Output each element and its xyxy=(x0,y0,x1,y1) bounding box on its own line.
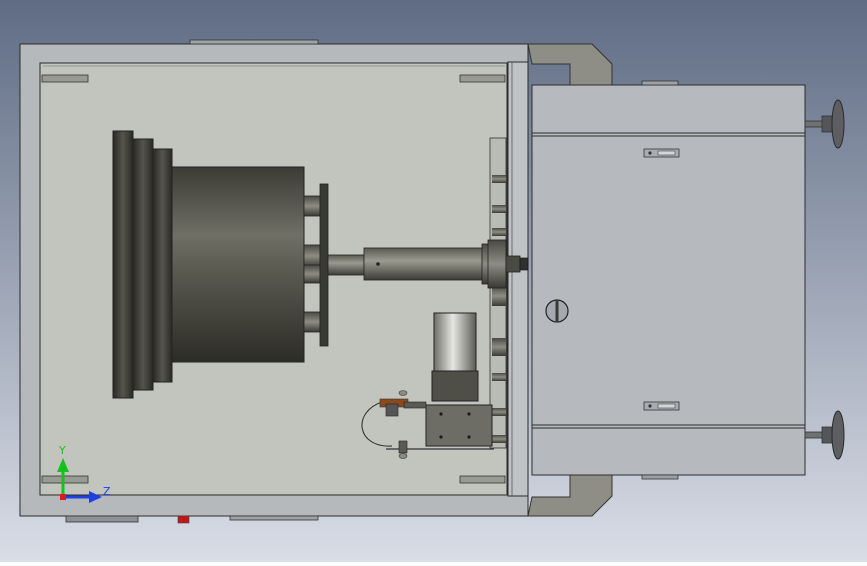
drive-shaft xyxy=(327,239,529,289)
round-knob-icon xyxy=(545,299,569,323)
lock-handle-icon xyxy=(643,148,680,158)
triad-z-label: Z xyxy=(103,485,111,498)
triad-y-label: Y xyxy=(59,444,66,457)
vertical-rail xyxy=(489,137,507,449)
leveling-foot-icon xyxy=(804,410,845,460)
lock-handle-icon xyxy=(643,401,680,411)
motor xyxy=(431,312,479,402)
motor-bracket xyxy=(386,404,494,450)
cable-assembly xyxy=(361,390,427,459)
drum-assembly xyxy=(112,130,329,399)
red-indicator xyxy=(177,515,190,524)
side-housing xyxy=(531,80,806,480)
cabinet-right-wall xyxy=(507,61,529,497)
corner-rods xyxy=(41,74,506,484)
coordinate-triad-icon xyxy=(57,458,102,503)
leveling-foot-icon xyxy=(804,99,845,149)
